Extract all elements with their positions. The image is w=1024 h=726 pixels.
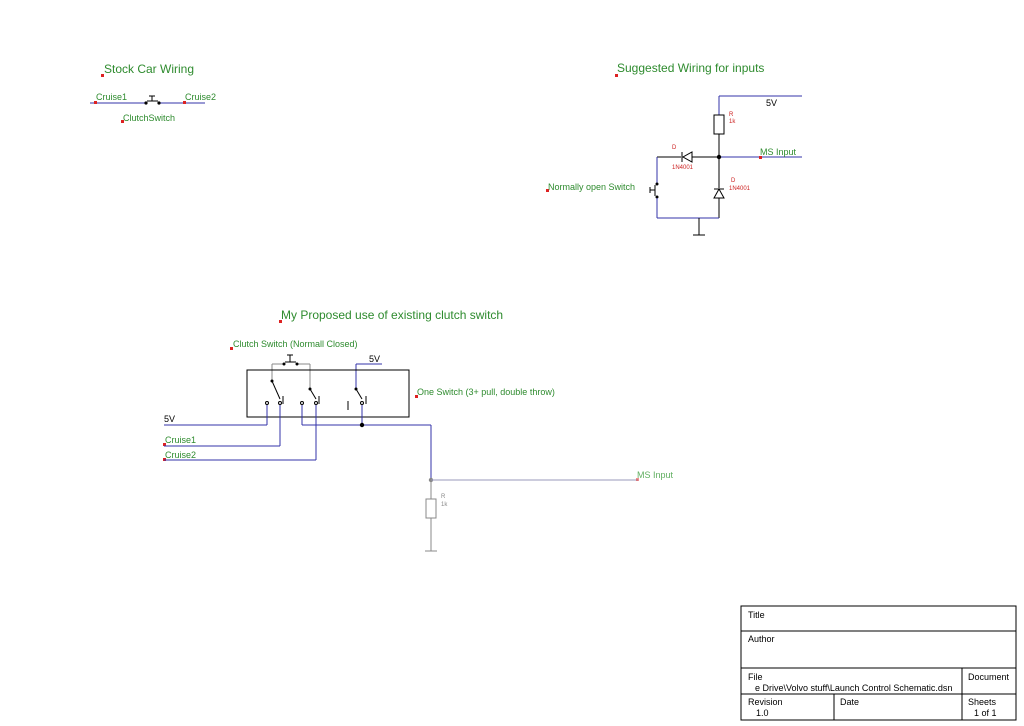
title-block-revision-value: 1.0 xyxy=(756,708,769,718)
suggested-title: Suggested Wiring for inputs xyxy=(617,61,764,75)
suggested-diode2-ref: D xyxy=(731,178,736,184)
proposed-clutch-switch-symbol xyxy=(271,354,311,388)
suggested-diode1-symbol xyxy=(681,151,693,163)
proposed-resistor-symbol xyxy=(425,498,437,519)
proposed-5v-top: 5V xyxy=(369,354,380,364)
stock-title: Stock Car Wiring xyxy=(104,62,194,76)
proposed-clutch-label: Clutch Switch (Normall Closed) xyxy=(233,339,358,349)
title-block-sheets-value: 1 of 1 xyxy=(974,708,997,718)
suggested-ms-input: MS Input xyxy=(760,147,797,157)
proposed-pole2 xyxy=(300,387,320,405)
proposed-5v-left: 5V xyxy=(164,414,175,424)
proposed-net-cruise2: Cruise2 xyxy=(165,450,196,460)
suggested-resistor-ref: R xyxy=(729,112,734,118)
title-block-sheets-label: Sheets xyxy=(968,697,997,707)
stock-net-cruise2: Cruise2 xyxy=(185,92,216,102)
stock-section: Stock Car Wiring Cruise1 Cruise2 ClutchS… xyxy=(90,62,216,123)
suggested-diode1-ref: D xyxy=(672,145,677,151)
stock-net-cruise1: Cruise1 xyxy=(96,92,127,102)
title-block-document-label: Document xyxy=(968,672,1010,682)
suggested-section: Suggested Wiring for inputs 5V R 1k MS I… xyxy=(546,61,802,236)
proposed-switch-box xyxy=(246,369,410,418)
suggested-switch-label: Normally open Switch xyxy=(548,182,635,192)
title-block-file-value: e Drive\Volvo stuff\Launch Control Schem… xyxy=(755,683,952,693)
stock-clutch-switch-symbol xyxy=(144,95,161,105)
proposed-ms-input: MS Input xyxy=(637,470,674,480)
suggested-diode2-value: 1N4001 xyxy=(729,186,751,192)
suggested-5v: 5V xyxy=(766,98,777,108)
suggested-diode1-value: 1N4001 xyxy=(672,165,694,171)
proposed-title: My Proposed use of existing clutch switc… xyxy=(281,308,503,322)
proposed-resistor-value: 1k xyxy=(441,502,448,508)
proposed-net-cruise1: Cruise1 xyxy=(165,435,196,445)
suggested-diode2-symbol xyxy=(713,187,725,199)
title-block-title-label: Title xyxy=(748,610,765,620)
title-block-author-label: Author xyxy=(748,634,775,644)
proposed-pole3 xyxy=(347,387,367,410)
title-block: Title Author File e Drive\Volvo stuff\La… xyxy=(740,605,1017,721)
stock-switch-label: ClutchSwitch xyxy=(123,113,175,123)
title-block-file-label: File xyxy=(748,672,763,682)
title-block-date-label: Date xyxy=(840,697,859,707)
proposed-resistor-ref: R xyxy=(441,494,446,500)
title-block-revision-label: Revision xyxy=(748,697,783,707)
suggested-resistor-symbol xyxy=(713,114,725,135)
proposed-pole1 xyxy=(265,379,284,405)
suggested-switch-symbol xyxy=(649,182,659,199)
suggested-resistor-value: 1k xyxy=(729,119,736,125)
proposed-section: My Proposed use of existing clutch switc… xyxy=(163,308,674,552)
proposed-one-switch-label: One Switch (3+ pull, double throw) xyxy=(417,387,555,397)
